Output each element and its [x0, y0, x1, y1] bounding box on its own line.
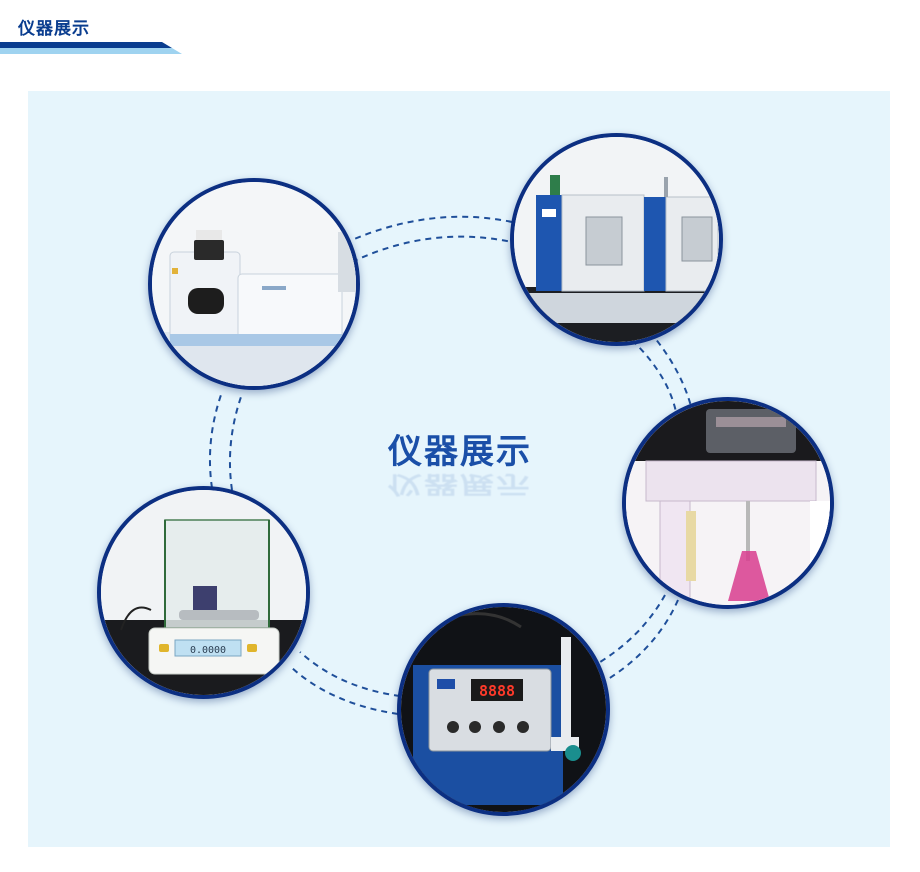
ph-meter-photo: 8888 [397, 603, 610, 816]
ph-meter-icon: 8888 [401, 607, 606, 812]
drying-oven-icon [514, 137, 719, 342]
analytical-balance-photo: 0.0000 [97, 486, 310, 699]
section-header: 仪器展示 [0, 0, 920, 60]
center-title-reflection: 仪器展示 [388, 470, 532, 498]
section-title: 仪器展示 [18, 19, 90, 39]
analytical-balance-icon: 0.0000 [101, 490, 306, 695]
spectrometer-photo [148, 178, 360, 390]
titrator-icon [626, 401, 830, 605]
spectrometer-icon [152, 182, 356, 386]
center-title: 仪器展示 [388, 432, 532, 472]
header-underline [0, 42, 182, 54]
drying-oven-photo [510, 133, 723, 346]
balance-display: 0.0000 [190, 645, 226, 656]
ph-meter-display: 8888 [479, 682, 515, 700]
titrator-photo [622, 397, 834, 609]
